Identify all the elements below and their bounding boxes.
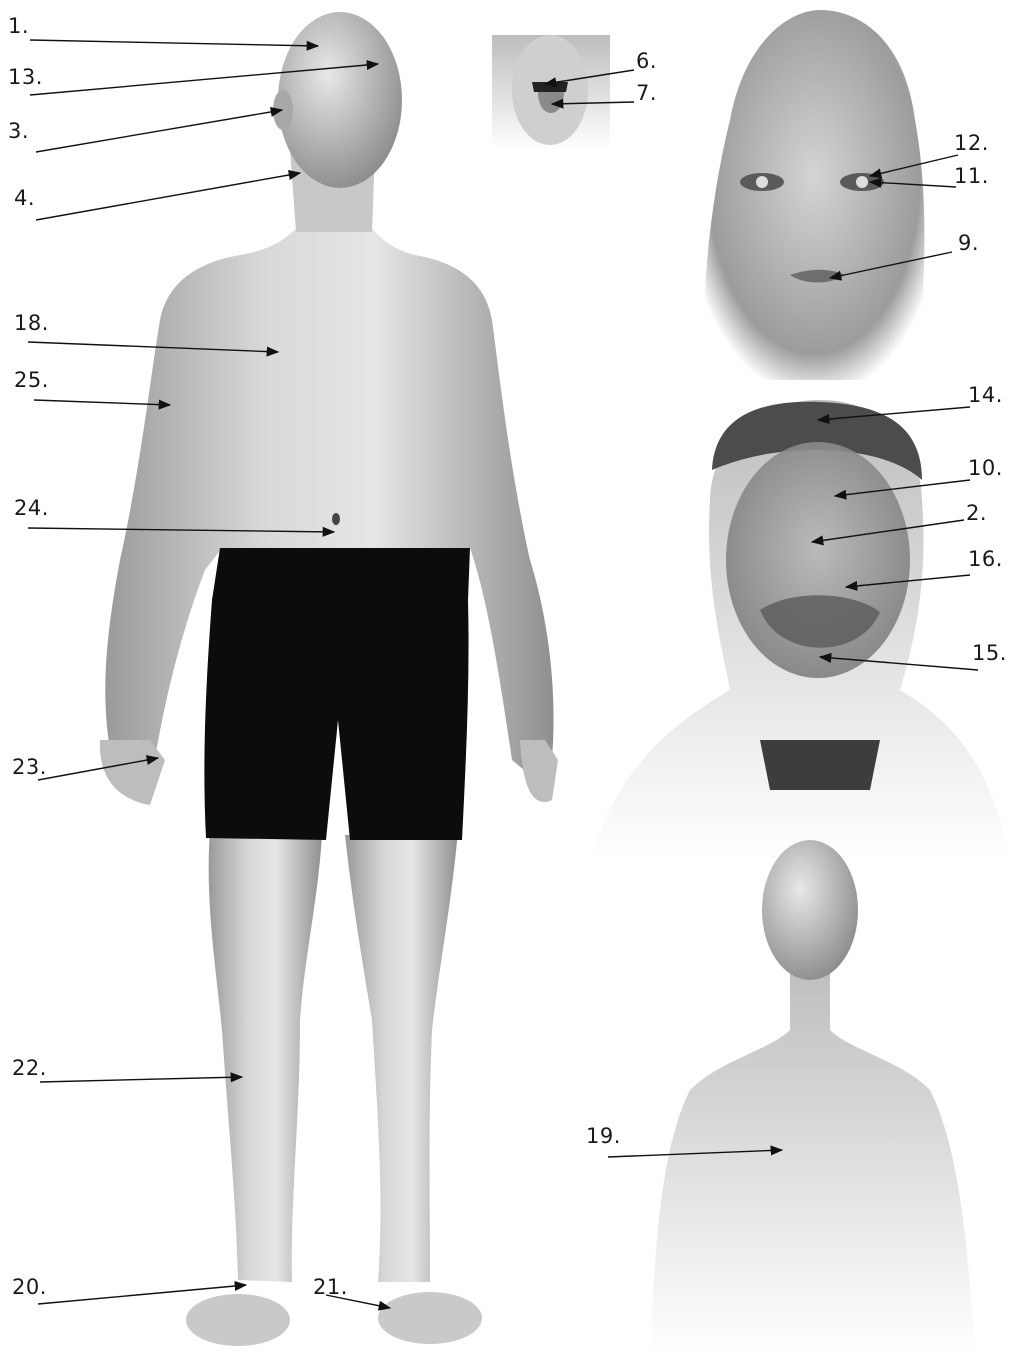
label-25: 25.: [14, 368, 49, 392]
label-18: 18.: [14, 311, 49, 335]
back-figure-image: [650, 840, 975, 1354]
label-24: 24.: [14, 496, 49, 520]
label-19: 19.: [586, 1124, 621, 1148]
label-23: 23.: [12, 755, 47, 779]
label-14: 14.: [968, 383, 1003, 407]
label-9: 9.: [958, 231, 979, 255]
label-6: 6.: [636, 49, 657, 73]
label-11: 11.: [954, 164, 989, 188]
label-7: 7.: [636, 81, 657, 105]
label-12: 12.: [954, 131, 989, 155]
label-16: 16.: [968, 547, 1003, 571]
label-2: 2.: [966, 501, 987, 525]
man-face-image: [590, 400, 1010, 860]
leader-1: [30, 40, 318, 46]
label-3: 3.: [8, 119, 29, 143]
label-13: 13.: [8, 65, 43, 89]
front-body-figure: [100, 12, 558, 1346]
label-10: 10.: [968, 456, 1003, 480]
leader-3: [36, 110, 282, 152]
label-20: 20.: [12, 1275, 47, 1299]
leader-4: [36, 173, 300, 220]
label-15: 15.: [972, 641, 1007, 665]
label-1: 1.: [8, 14, 29, 38]
woman-face-image: [704, 10, 925, 380]
label-4: 4.: [14, 186, 35, 210]
leader-22: [40, 1077, 242, 1082]
label-21: 21.: [313, 1275, 348, 1299]
mouth-tongue-image: [492, 35, 610, 150]
label-22: 22.: [12, 1056, 47, 1080]
